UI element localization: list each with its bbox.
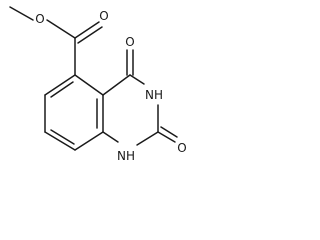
bond-c2-oxo-b <box>160 126 178 138</box>
atom-c4-oxygen: O <box>125 35 134 49</box>
bond-c7-c8 <box>44 131 76 151</box>
bond-c2-oxo-a <box>157 131 176 143</box>
bond-inner-c7-c8 <box>50 129 75 145</box>
bond-o-carbonyl-carbon <box>46 19 76 39</box>
bond-c5-c6 <box>44 74 76 96</box>
bond-c8-c8a <box>74 131 104 151</box>
bond-inner-c5-c6 <box>50 81 74 98</box>
atom-n1: NH <box>117 149 135 163</box>
atom-ester-oxygen: O <box>35 12 44 26</box>
bond-c4a-c4 <box>102 74 131 96</box>
bond-c4a-c5 <box>74 74 104 96</box>
bond-methyl-o <box>9 6 34 21</box>
bond-carbonyl-double-a <box>74 21 100 39</box>
atom-carbonyl-oxygen: O <box>99 9 108 23</box>
bond-carbonyl-double-b <box>77 26 103 44</box>
bond-c2-n1 <box>136 131 159 146</box>
bond-n1-c8a <box>102 131 119 143</box>
atom-n3: NH <box>145 88 163 102</box>
molecule-drawing: O O O NH O NH <box>9 6 187 163</box>
bond-c4-n3 <box>129 74 145 85</box>
atom-c2-oxygen: O <box>177 141 186 155</box>
structure-diagram: O O O NH O NH <box>0 0 190 202</box>
